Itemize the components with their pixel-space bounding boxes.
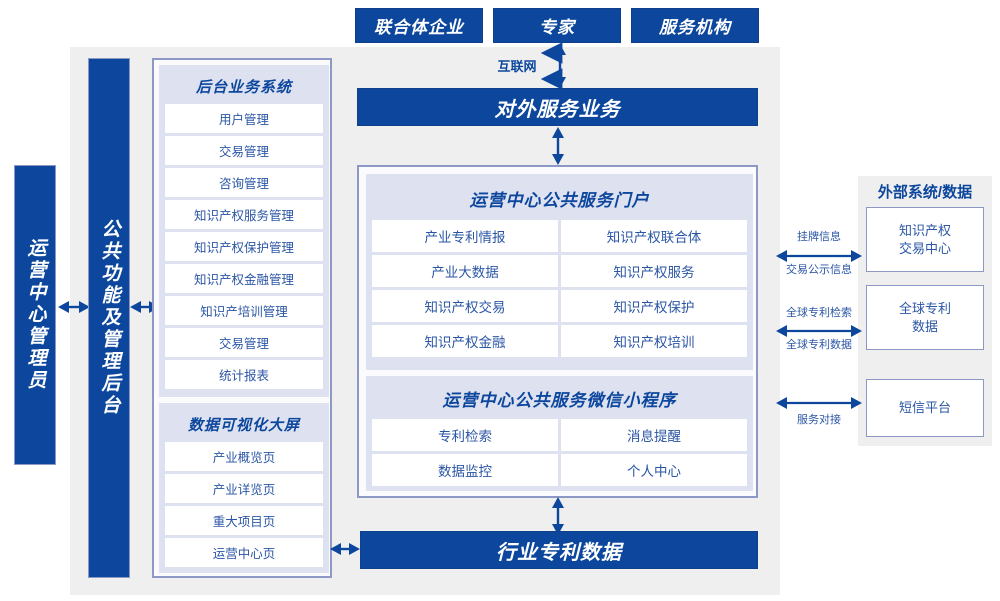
data-visualization-title: 数据可视化大屏 bbox=[187, 417, 300, 434]
external-box-global-patent-data[interactable]: 全球专利 数据 bbox=[866, 285, 984, 350]
portal-title: 运营中心公共服务门户 bbox=[469, 191, 650, 210]
backend-panel: 后台业务系统 用户管理 交易管理 咨询管理 知识产权服务管理 知识产权保护管理 … bbox=[152, 58, 332, 578]
operator-admin-column[interactable]: 运营中心管理员 bbox=[14, 165, 56, 465]
backend-system-title: 后台业务系统 bbox=[195, 79, 292, 96]
miniprogram-grid: 专利检索 消息提醒 数据监控 个人中心 bbox=[372, 419, 747, 486]
list-item[interactable]: 专利检索 bbox=[372, 419, 558, 451]
external-connector-label-2-below: 服务对接 bbox=[797, 414, 841, 426]
external-box-sms-platform[interactable]: 短信平台 bbox=[866, 379, 984, 437]
list-item[interactable]: 知识产权交易 bbox=[372, 290, 558, 322]
list-item[interactable]: 知识产权服务管理 bbox=[165, 200, 323, 229]
list-item[interactable]: 产业专利情报 bbox=[372, 220, 558, 252]
backend-to-data-arrow bbox=[330, 543, 360, 555]
list-item[interactable]: 用户管理 bbox=[165, 104, 323, 133]
external-box-ip-exchange[interactable]: 知识产权 交易中心 bbox=[866, 207, 984, 272]
list-item[interactable]: 知识产权保护 bbox=[561, 290, 747, 322]
external-box-line2: 交易中心 bbox=[898, 240, 951, 256]
data-visualization-list: 产业概览页 产业详览页 重大项目页 运营中心页 bbox=[165, 442, 323, 567]
list-item[interactable]: 咨询管理 bbox=[165, 168, 323, 197]
list-item[interactable]: 交易管理 bbox=[165, 328, 323, 357]
list-item[interactable]: 产业大数据 bbox=[372, 255, 558, 287]
list-item[interactable]: 统计报表 bbox=[165, 360, 323, 389]
external-connector-label-0-above: 挂牌信息 bbox=[797, 231, 841, 243]
miniprogram-group: 运营中心公共服务微信小程序 专利检索 消息提醒 数据监控 个人中心 bbox=[366, 376, 753, 491]
list-item[interactable]: 数据监控 bbox=[372, 454, 558, 486]
public-functions-column[interactable]: 公共功能及管理后台 bbox=[88, 58, 130, 578]
miniprogram-title: 运营中心公共服务微信小程序 bbox=[442, 391, 677, 410]
top-actor-box-2[interactable]: 服务机构 bbox=[631, 8, 759, 43]
backend-system-group: 后台业务系统 用户管理 交易管理 咨询管理 知识产权服务管理 知识产权保护管理 … bbox=[159, 65, 329, 397]
external-box-line2: 数据 bbox=[911, 318, 938, 334]
portal-group: 运营中心公共服务门户 产业专利情报 知识产权联合体 产业大数据 知识产权服务 知… bbox=[366, 174, 753, 370]
list-item[interactable]: 知识产权培训 bbox=[561, 325, 747, 357]
external-connector-arrow-0 bbox=[776, 250, 862, 262]
external-connector-label-1-below: 全球专利数据 bbox=[786, 339, 852, 351]
external-connector-arrow-2 bbox=[776, 397, 862, 409]
external-service-bar[interactable]: 对外服务业务 bbox=[357, 88, 758, 126]
list-item[interactable]: 知识产权服务 bbox=[561, 255, 747, 287]
admin-to-backend-arrow bbox=[58, 301, 90, 313]
list-item[interactable]: 知识产权金融 bbox=[372, 325, 558, 357]
internet-label: 互联网 bbox=[497, 59, 537, 74]
portal-panel: 运营中心公共服务门户 产业专利情报 知识产权联合体 产业大数据 知识产权服务 知… bbox=[357, 165, 758, 498]
external-box-line1: 知识产权 bbox=[898, 222, 951, 238]
top-actor-box-0[interactable]: 联合体企业 bbox=[355, 8, 483, 43]
industry-patent-data-bar[interactable]: 行业专利数据 bbox=[360, 531, 758, 569]
list-item[interactable]: 知识产培训管理 bbox=[165, 296, 323, 325]
list-item[interactable]: 个人中心 bbox=[561, 454, 747, 486]
service-to-portal-arrow bbox=[552, 127, 564, 165]
external-box-line1: 全球专利 bbox=[898, 300, 951, 316]
data-visualization-group: 数据可视化大屏 产业概览页 产业详览页 重大项目页 运营中心页 bbox=[159, 403, 329, 573]
backend-system-list: 用户管理 交易管理 咨询管理 知识产权服务管理 知识产权保护管理 知识产权金融管… bbox=[165, 104, 323, 389]
list-item[interactable]: 运营中心页 bbox=[165, 538, 323, 567]
external-systems-title: 外部系统/数据 bbox=[877, 184, 973, 201]
external-connector-label-0-below: 交易公示信息 bbox=[786, 264, 852, 276]
list-item[interactable]: 知识产权金融管理 bbox=[165, 264, 323, 293]
list-item[interactable]: 产业概览页 bbox=[165, 442, 323, 471]
internet-arrow bbox=[540, 42, 566, 90]
list-item[interactable]: 知识产权保护管理 bbox=[165, 232, 323, 261]
portal-to-data-arrow bbox=[552, 497, 564, 535]
list-item[interactable]: 产业详览页 bbox=[165, 474, 323, 503]
list-item[interactable]: 交易管理 bbox=[165, 136, 323, 165]
external-connector-label-1-above: 全球专利检索 bbox=[786, 307, 852, 319]
list-item[interactable]: 知识产权联合体 bbox=[561, 220, 747, 252]
top-actor-box-1[interactable]: 专家 bbox=[493, 8, 621, 43]
portal-grid: 产业专利情报 知识产权联合体 产业大数据 知识产权服务 知识产权交易 知识产权保… bbox=[372, 220, 747, 357]
external-connector-arrow-1 bbox=[776, 325, 862, 337]
list-item[interactable]: 重大项目页 bbox=[165, 506, 323, 535]
list-item[interactable]: 消息提醒 bbox=[561, 419, 747, 451]
